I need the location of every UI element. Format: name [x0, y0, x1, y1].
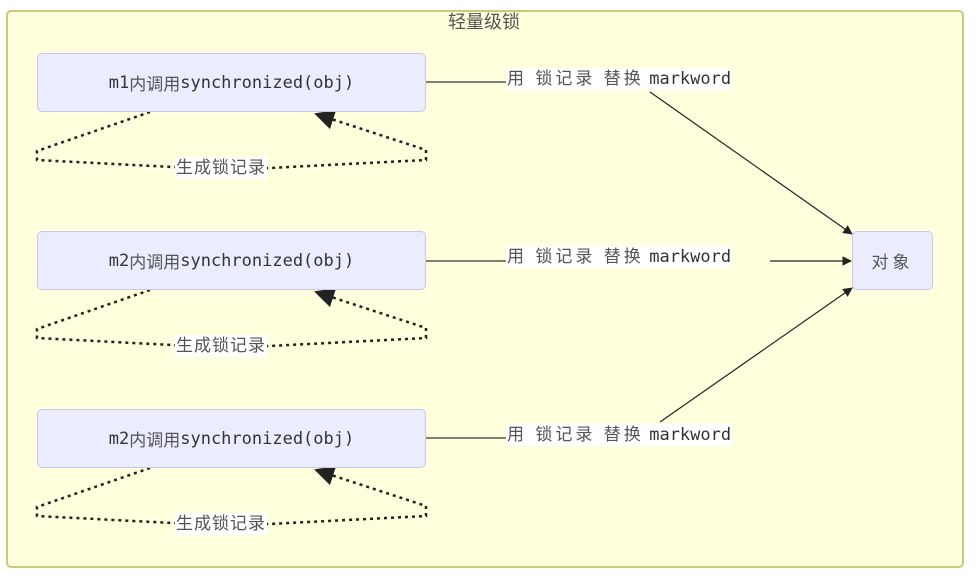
loop-label-text: 生成锁记录: [176, 158, 266, 178]
edge-label3-to-object: [659, 287, 853, 423]
edge-label-code: markword: [649, 247, 732, 267]
edge-label-3: 用 锁记录 替换 markword: [506, 424, 733, 446]
self-loop-m2b: [35, 466, 428, 528]
edge-label-1: 用 锁记录 替换 markword: [506, 68, 733, 90]
edge-label-cjk: 用 锁记录 替换: [507, 247, 644, 267]
node-cjk-text: 内调用: [129, 431, 181, 451]
cluster-title: 轻量级锁: [448, 12, 520, 33]
node-prefix: m1: [108, 72, 130, 93]
self-loop-m2a: [35, 288, 428, 350]
loop-label-3: 生成锁记录: [175, 513, 267, 535]
edge-label-cjk: 用 锁记录 替换: [507, 69, 644, 89]
edge-label1-to-object: [649, 91, 853, 235]
node-prefix: m2: [108, 428, 130, 449]
node-object-label: 对象: [871, 253, 914, 273]
loop-label-1: 生成锁记录: [175, 157, 267, 179]
node-cjk-text: 内调用: [129, 253, 181, 273]
node-code: synchronized(obj): [180, 428, 355, 449]
node-code: synchronized(obj): [180, 250, 355, 271]
node-prefix: m2: [108, 250, 130, 271]
loop-label-text: 生成锁记录: [176, 336, 266, 356]
self-loop-m1: [35, 110, 428, 172]
node-code: synchronized(obj): [180, 72, 355, 93]
loop-label-text: 生成锁记录: [176, 514, 266, 534]
edge-label-code: markword: [649, 69, 732, 89]
edge-label-cjk: 用 锁记录 替换: [507, 425, 644, 445]
node-object[interactable]: 对象: [852, 231, 933, 290]
loop-label-2: 生成锁记录: [175, 335, 267, 357]
edge-label-code: markword: [649, 425, 732, 445]
edge-label-2: 用 锁记录 替换 markword: [506, 246, 733, 268]
node-cjk-text: 内调用: [129, 75, 181, 95]
